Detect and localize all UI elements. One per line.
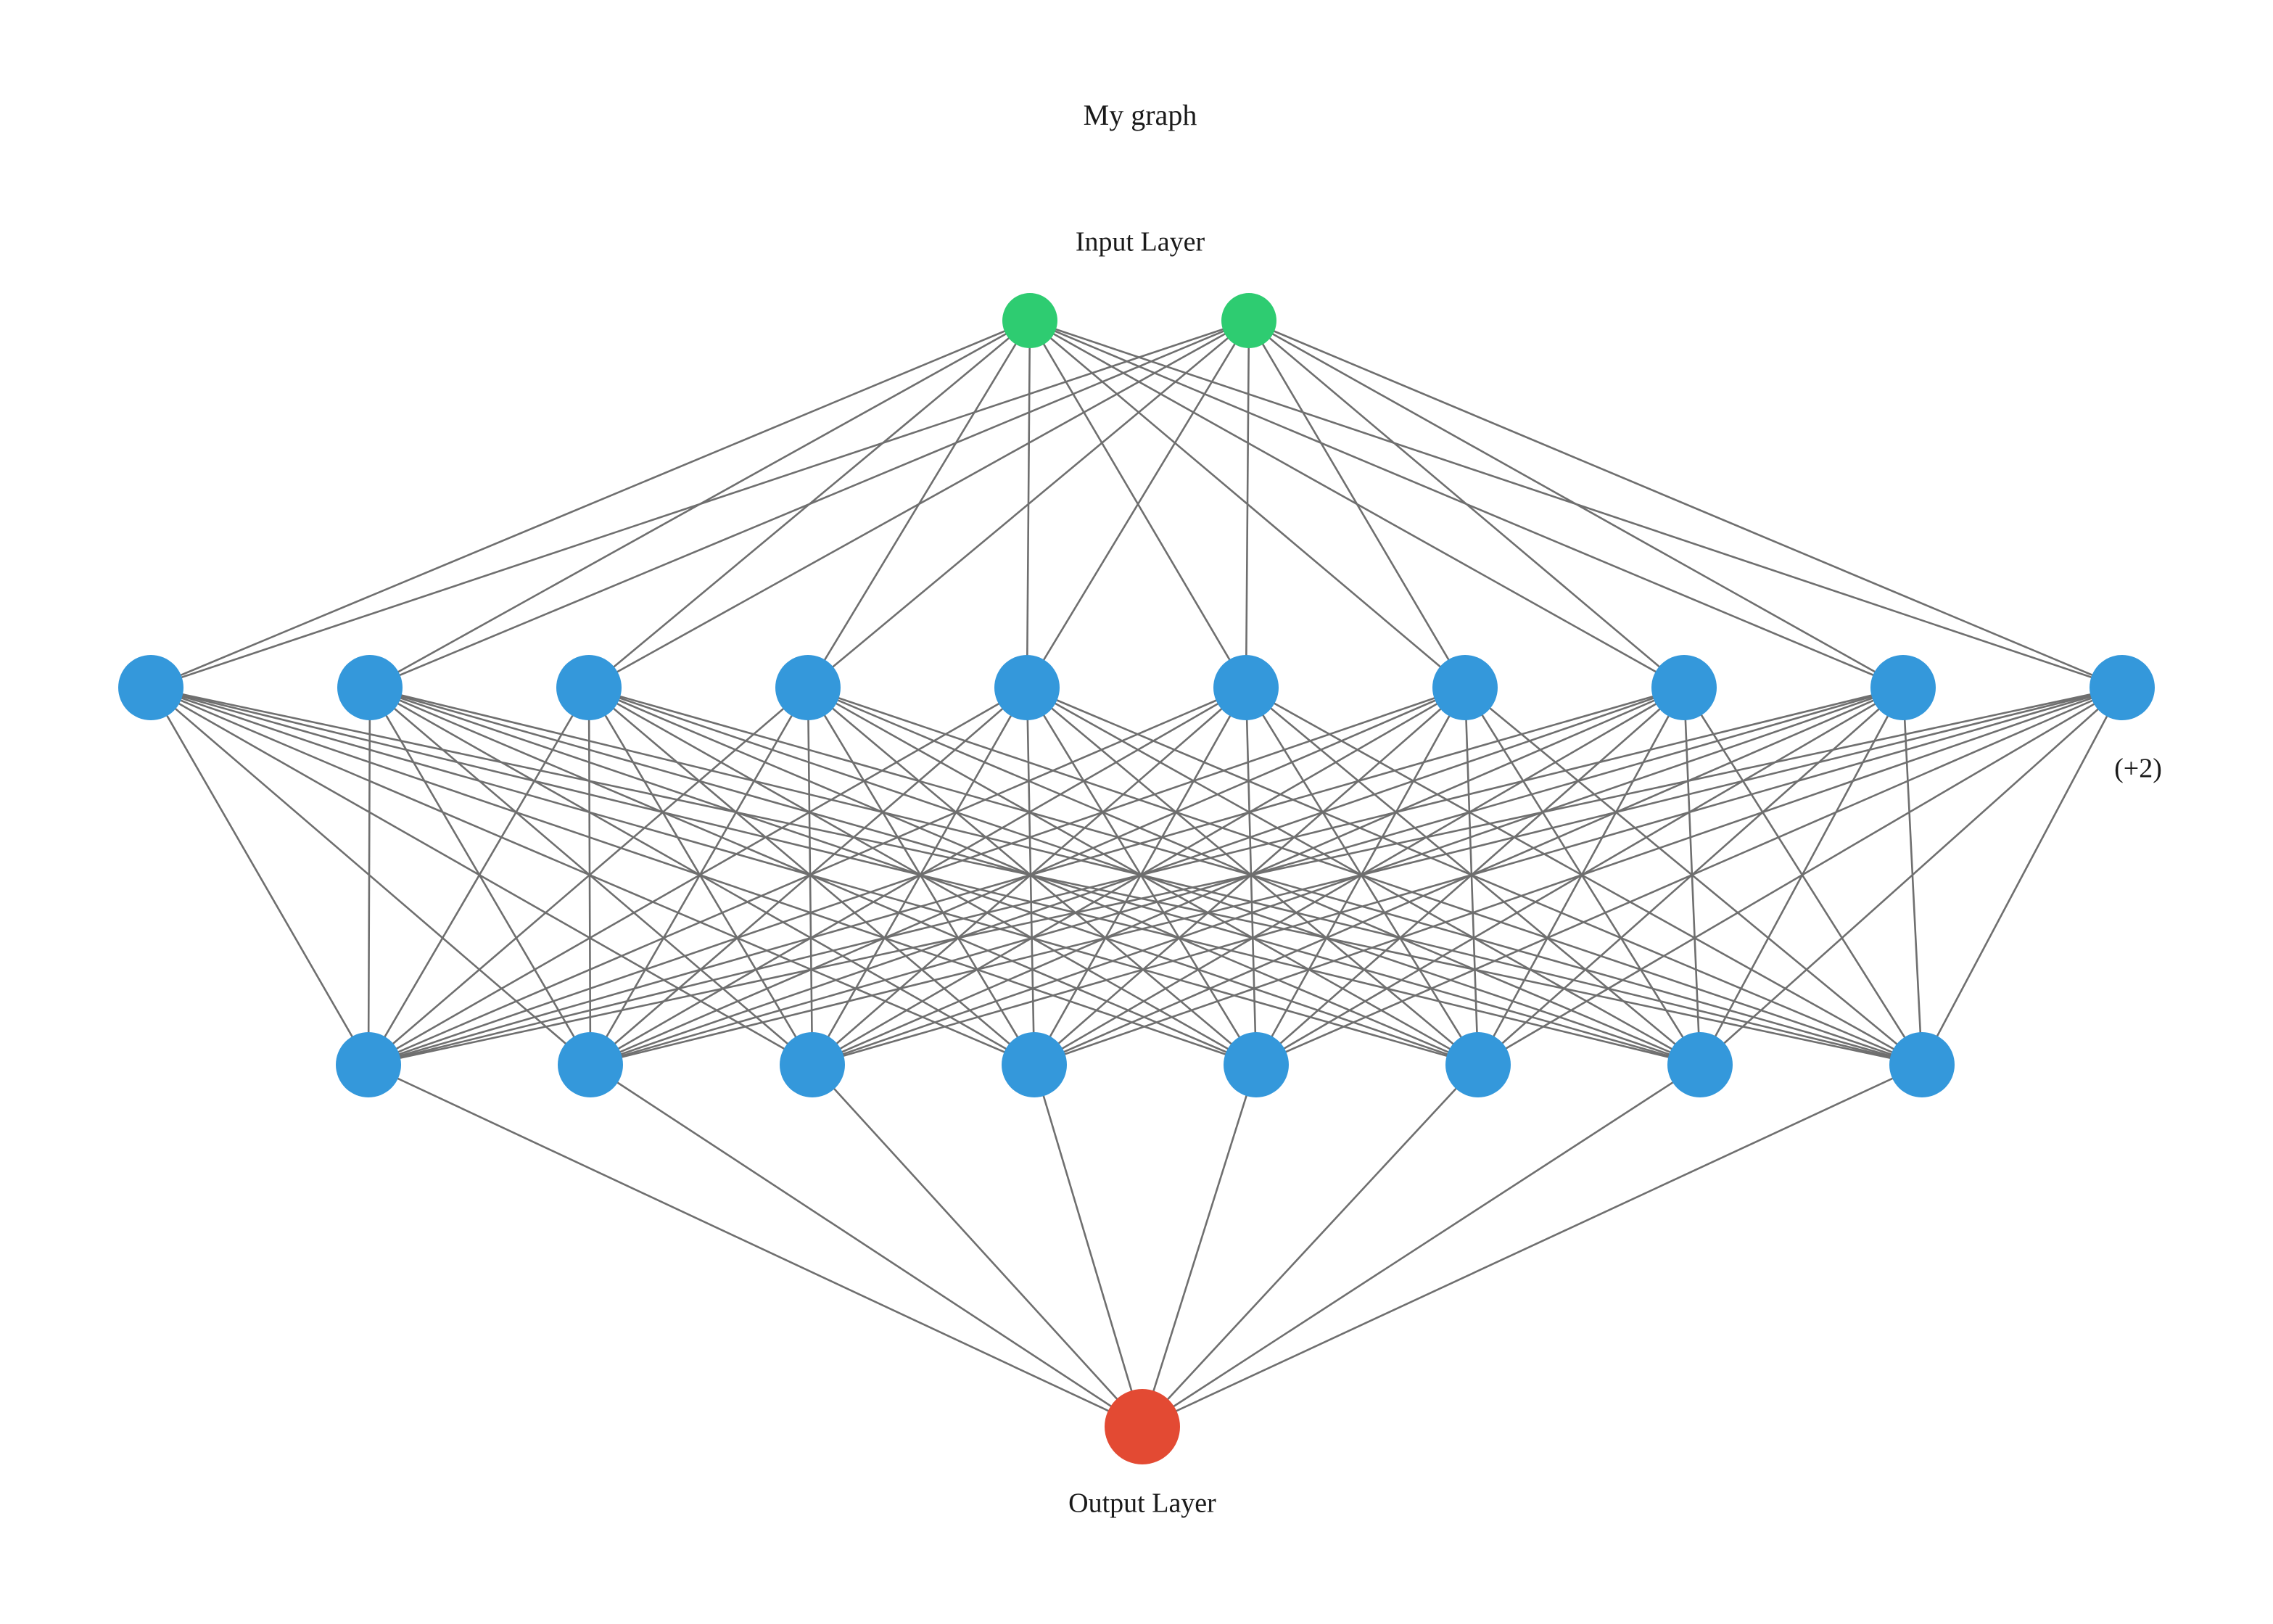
graph-node-h2-3[interactable] bbox=[1002, 1032, 1067, 1097]
graph-node-h1-5[interactable] bbox=[1213, 655, 1279, 720]
graph-edge bbox=[367, 686, 809, 1066]
graph-edge bbox=[807, 319, 1250, 689]
graph-edge bbox=[1247, 319, 2124, 689]
graph-edge bbox=[1245, 686, 1923, 1066]
graph-node-h2-4[interactable] bbox=[1224, 1032, 1289, 1097]
graph-node-h2-5[interactable] bbox=[1445, 1032, 1511, 1097]
graph-node-h1-4[interactable] bbox=[994, 655, 1060, 720]
graph-node-h2-6[interactable] bbox=[1667, 1032, 1733, 1097]
graph-node-h2-7[interactable] bbox=[1889, 1032, 1955, 1097]
graph-edge bbox=[1247, 319, 1686, 689]
graph-edge bbox=[367, 686, 371, 1066]
graph-edge bbox=[1141, 1063, 1258, 1428]
graph-edge bbox=[587, 686, 1258, 1066]
graph-edge bbox=[589, 686, 2124, 1066]
graph-edge bbox=[1026, 686, 1258, 1066]
graph-edge bbox=[1247, 319, 1905, 689]
graph-edge bbox=[149, 319, 1250, 689]
graph-node-h2-0[interactable] bbox=[336, 1032, 401, 1097]
graph-edge bbox=[1033, 1063, 1144, 1428]
graph-edge bbox=[811, 1063, 1144, 1428]
graph-edge bbox=[1477, 686, 2124, 1066]
graph-edge bbox=[1245, 319, 1250, 689]
graph-edge bbox=[587, 319, 1250, 689]
graph-node-h1-9[interactable] bbox=[2090, 655, 2155, 720]
graph-edge bbox=[149, 686, 370, 1066]
graph-node-h1-6[interactable] bbox=[1432, 655, 1498, 720]
graph-edge bbox=[1141, 1063, 1923, 1428]
graph-edge bbox=[149, 319, 1031, 689]
graph-edge bbox=[149, 686, 814, 1066]
graph-edge bbox=[1902, 686, 1923, 1066]
graph-edge bbox=[807, 686, 1036, 1066]
graph-edge bbox=[368, 686, 592, 1066]
graph-edge bbox=[1141, 1063, 1701, 1428]
graph-edge bbox=[1255, 686, 2124, 1066]
graph-edge bbox=[149, 686, 592, 1066]
graph-edge bbox=[1026, 686, 1480, 1066]
graph-edge bbox=[587, 686, 1036, 1066]
graph-edge bbox=[1026, 319, 1250, 689]
graph-edge bbox=[368, 319, 1250, 689]
graph-edge bbox=[1921, 686, 2124, 1066]
graph-edge bbox=[367, 686, 1028, 1066]
hidden-layer-overflow-label: (+2) bbox=[2114, 754, 2162, 784]
graph-node-h1-2[interactable] bbox=[556, 655, 622, 720]
output-layer-label: Output Layer bbox=[1068, 1488, 1216, 1519]
graph-edge bbox=[1245, 686, 1258, 1066]
graph-edge bbox=[807, 686, 1258, 1066]
graph-edge bbox=[1141, 1063, 1480, 1428]
graph-edge bbox=[1699, 686, 2124, 1066]
graph-node-in-0[interactable] bbox=[1002, 293, 1057, 348]
graph-edge bbox=[367, 686, 1905, 1066]
graph-edge bbox=[368, 686, 814, 1066]
input-layer-label: Input Layer bbox=[1076, 227, 1205, 257]
graph-edge bbox=[1464, 686, 1923, 1066]
edges-group bbox=[149, 319, 2124, 1428]
graph-edge bbox=[807, 686, 1480, 1066]
graph-edge bbox=[367, 1063, 1144, 1428]
graph-node-h1-7[interactable] bbox=[1651, 655, 1717, 720]
graph-edge bbox=[811, 686, 2124, 1066]
nodes-group bbox=[118, 293, 2155, 1464]
graph-edge bbox=[1033, 686, 2124, 1066]
graph-edge bbox=[368, 686, 1036, 1066]
graph-node-h1-1[interactable] bbox=[337, 655, 403, 720]
graph-edge bbox=[589, 1063, 1144, 1428]
graph-edge bbox=[367, 686, 1466, 1066]
graph-edge bbox=[1026, 686, 1701, 1066]
graph-edge bbox=[1247, 319, 1466, 689]
graph-node-h2-1[interactable] bbox=[558, 1032, 623, 1097]
graph-node-h1-0[interactable] bbox=[118, 655, 183, 720]
graph-edge bbox=[367, 686, 2124, 1066]
graph-node-in-1[interactable] bbox=[1221, 293, 1276, 348]
graph-edge bbox=[367, 686, 1686, 1066]
page-title: My graph bbox=[1084, 99, 1197, 131]
graph-edge bbox=[367, 686, 590, 1066]
graph-node-h1-3[interactable] bbox=[775, 655, 841, 720]
graph-edge bbox=[1245, 686, 1701, 1066]
graph-node-h2-2[interactable] bbox=[780, 1032, 845, 1097]
graph-edge bbox=[367, 686, 1247, 1066]
graph-node-out-0[interactable] bbox=[1105, 1389, 1180, 1464]
graph-node-h1-8[interactable] bbox=[1870, 655, 1936, 720]
